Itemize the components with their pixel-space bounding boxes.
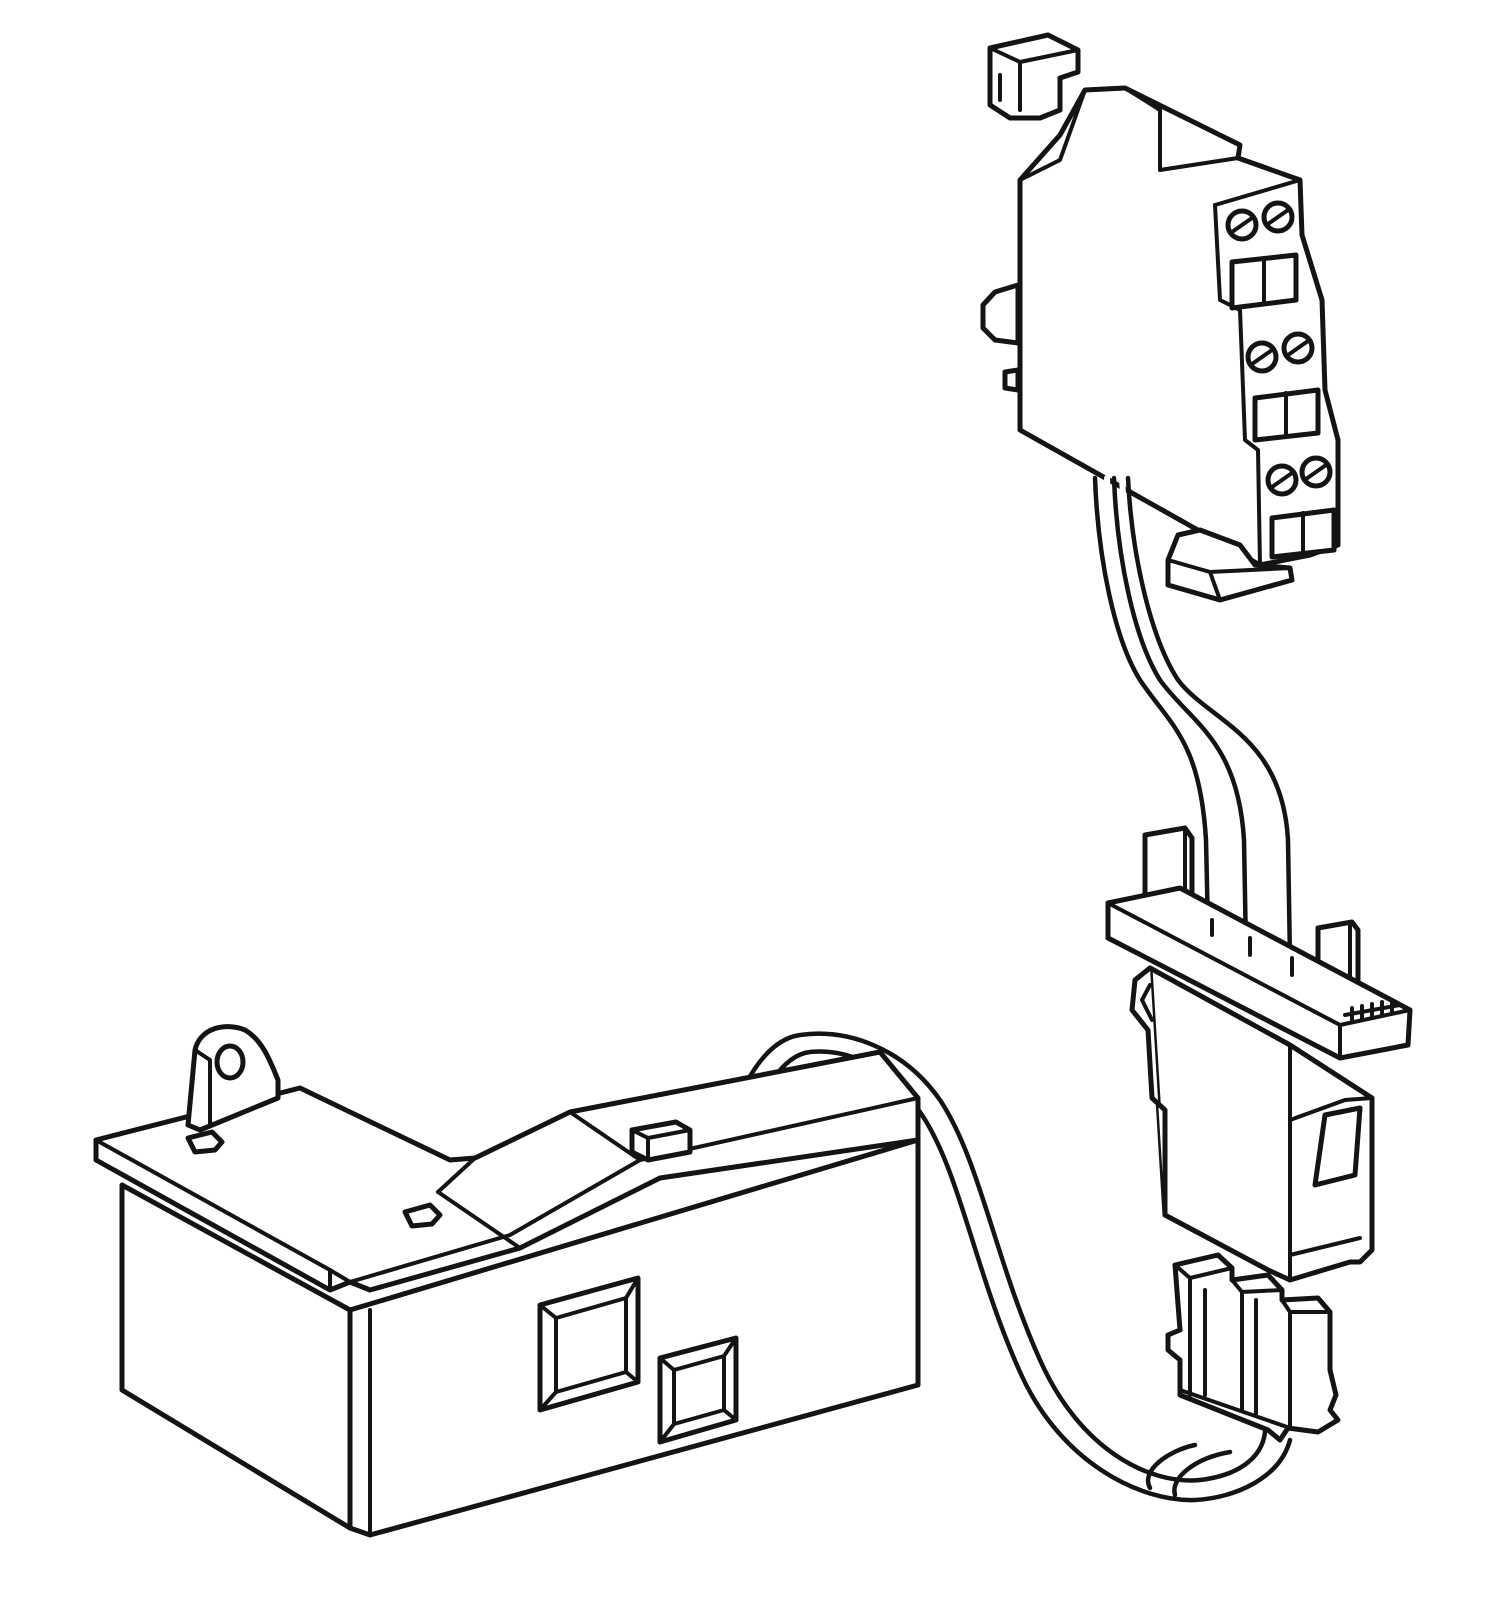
trip-unit-housing [93,1024,921,1538]
auxiliary-contact-block [980,32,1341,603]
mounting-tab [185,1024,281,1133]
connector-plug [1165,1252,1341,1443]
screw-terminals [1225,200,1337,560]
connector-socket [1105,825,1413,1283]
top-clip [987,32,1081,121]
wire-bundle-upper [1092,475,1293,963]
display-window [537,1275,641,1413]
bottom-foot [1165,527,1295,603]
setting-window [657,1335,739,1445]
